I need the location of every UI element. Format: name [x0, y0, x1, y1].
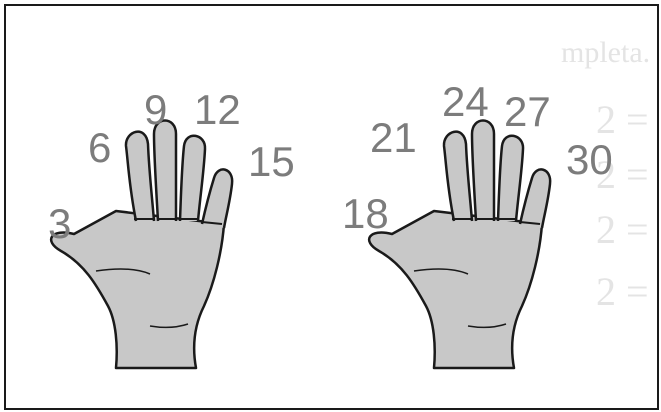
finger-label-12: 12: [194, 86, 241, 133]
left-hand: [51, 121, 232, 369]
finger-label-6: 6: [88, 124, 111, 171]
finger-label-30: 30: [566, 136, 613, 183]
finger-label-3: 3: [48, 200, 71, 247]
finger-label-24: 24: [442, 78, 489, 125]
finger-label-27: 27: [504, 88, 551, 135]
illustration-frame: mpleta. 2 = 2 = 2 = 2 =: [4, 4, 659, 410]
finger-label-21: 21: [370, 114, 417, 161]
finger-label-9: 9: [144, 86, 167, 133]
hands-illustration: 3 6 9 12 15 18 21 24 27 30: [6, 6, 657, 408]
finger-label-18: 18: [342, 190, 389, 237]
finger-label-15: 15: [248, 138, 295, 185]
